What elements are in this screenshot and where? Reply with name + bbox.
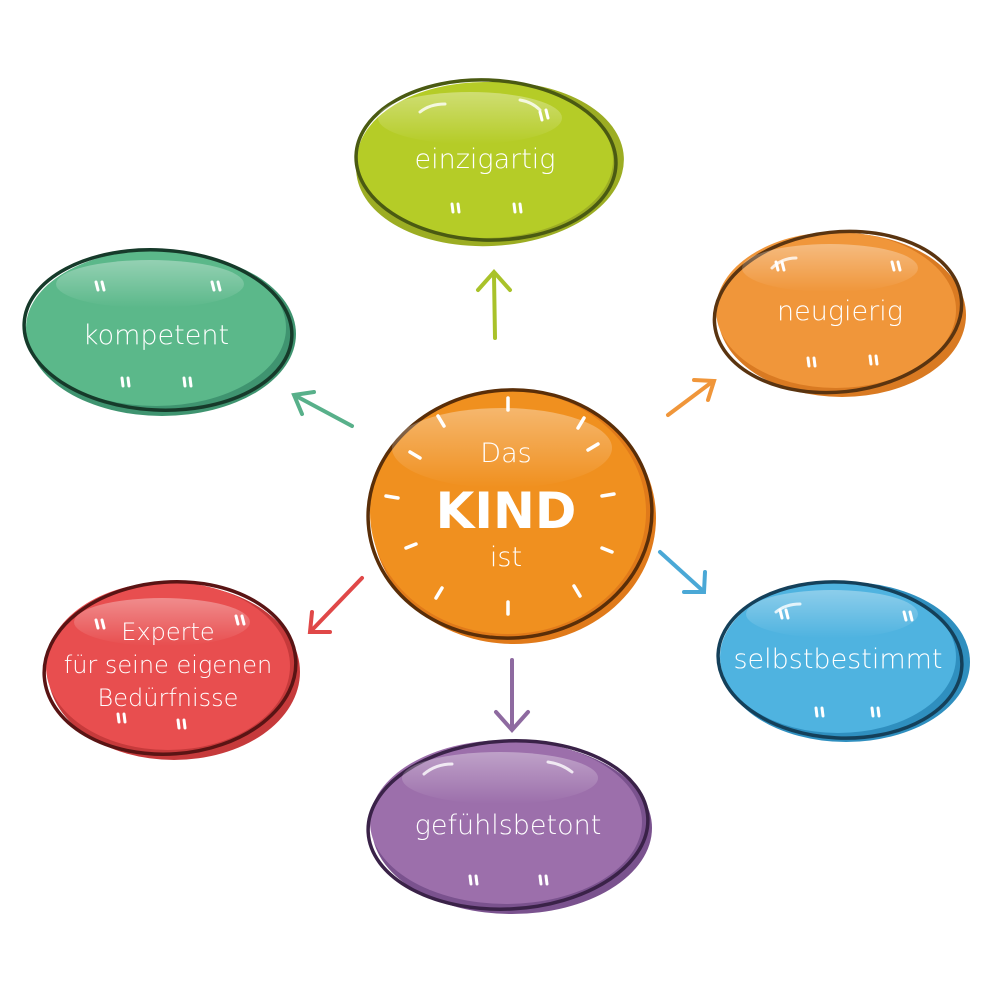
node-kompetent: kompetent — [22, 248, 296, 416]
arrow-to-einzigartig — [476, 268, 512, 340]
node-gefuehlsbetont: gefühlsbetont — [366, 739, 652, 914]
node-label: einzigartig — [414, 144, 555, 175]
arrow-to-gefuehlsbetont — [494, 658, 530, 734]
node-experte: Experte für seine eigenen Bedürfnisse — [42, 580, 300, 760]
node-label: selbstbestimmt — [733, 644, 942, 675]
node-label: gefühlsbetont — [415, 810, 602, 841]
arrow-to-experte — [307, 576, 364, 634]
node-label: kompetent — [83, 320, 229, 351]
arrow-to-neugierig — [666, 378, 717, 417]
center-line-ist: ist — [490, 542, 522, 573]
node-einzigartig: einzigartig — [354, 78, 624, 247]
node-label-line-3: Bedürfnisse — [98, 684, 239, 712]
arrow-to-selbstbestimmt — [658, 550, 707, 594]
node-label-line-1: Experte — [121, 618, 214, 646]
node-selbstbestimmt: selbstbestimmt — [716, 580, 970, 742]
center-line-kind: KIND — [436, 482, 577, 540]
node-label: neugierig — [777, 296, 903, 327]
center-node: Das KIND ist — [366, 388, 656, 644]
center-tick-marks — [384, 396, 616, 616]
node-neugierig: neugierig — [712, 229, 966, 397]
node-label-line-2: für seine eigenen — [64, 651, 273, 679]
center-line-das: Das — [480, 438, 531, 469]
arrow-to-kompetent — [291, 390, 354, 428]
